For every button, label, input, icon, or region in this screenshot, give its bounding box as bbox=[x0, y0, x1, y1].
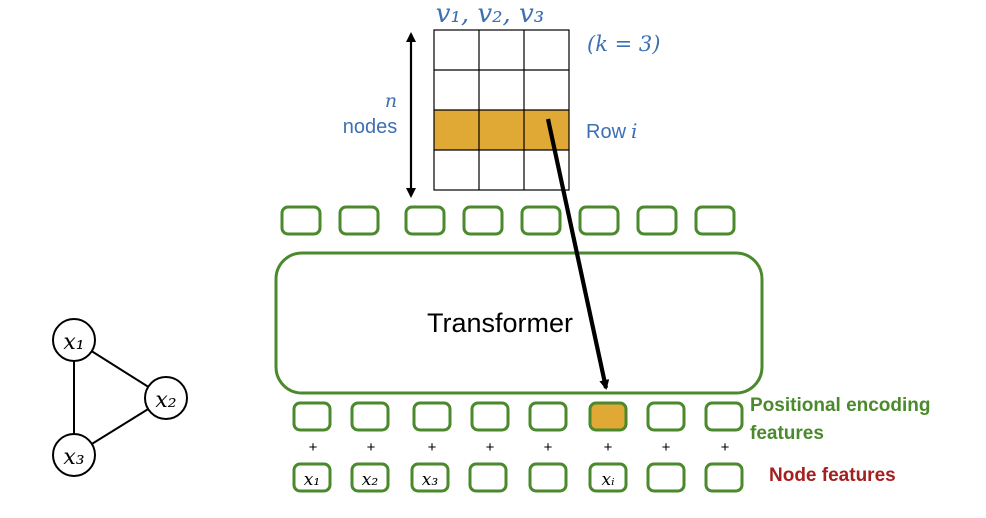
matrix-highlight-row bbox=[434, 110, 569, 150]
pe-token bbox=[470, 401, 510, 432]
plus-sign: + bbox=[428, 439, 437, 456]
plus-sign: + bbox=[309, 439, 318, 456]
node-feature-label: x₃ bbox=[422, 470, 439, 490]
plus-sign: + bbox=[544, 439, 553, 456]
input-graph: x₁ x₂ x₃ bbox=[52, 318, 188, 477]
pe-token bbox=[646, 401, 686, 432]
plus-sign: + bbox=[721, 439, 730, 456]
pe-token bbox=[350, 401, 390, 432]
row-label: Row i bbox=[586, 119, 637, 143]
pe-token bbox=[704, 401, 744, 432]
pe-token bbox=[412, 401, 452, 432]
node-feature-tokens: x₁ x₂ x₃ xᵢ bbox=[292, 462, 744, 493]
node-features-label: Node features bbox=[769, 465, 896, 486]
node-feature-token bbox=[410, 462, 450, 493]
output-token bbox=[462, 205, 504, 236]
output-token bbox=[636, 205, 678, 236]
plus-sign: + bbox=[604, 439, 613, 456]
matrix-header: v₁, v₂, v₃ bbox=[436, 0, 544, 29]
graph-node-label: x₁ bbox=[63, 330, 84, 355]
k-label: (k = 3) bbox=[587, 32, 660, 56]
n-symbol: n bbox=[385, 90, 397, 112]
graph-node bbox=[144, 376, 188, 420]
node-feature-token bbox=[292, 462, 332, 493]
positional-encoding-tokens bbox=[292, 401, 744, 432]
row-to-pe-arrow bbox=[545, 118, 610, 390]
positional-encoding-label: Positional encoding bbox=[750, 395, 931, 416]
output-token bbox=[280, 205, 322, 236]
output-token bbox=[520, 205, 562, 236]
eigenvector-matrix bbox=[433, 29, 570, 191]
plus-sign: + bbox=[486, 439, 495, 456]
node-feature-label: xᵢ bbox=[601, 470, 614, 490]
pe-token bbox=[528, 401, 568, 432]
transformer-label: Transformer bbox=[427, 308, 573, 338]
transformer-box bbox=[274, 251, 764, 395]
node-feature-token bbox=[350, 462, 390, 493]
node-feature-label: x₁ bbox=[304, 470, 320, 490]
node-feature-label: x₂ bbox=[362, 470, 379, 490]
plus-sign: + bbox=[662, 439, 671, 456]
node-feature-token bbox=[646, 462, 686, 493]
graph-node-label: x₃ bbox=[63, 445, 84, 470]
node-feature-token bbox=[704, 462, 744, 493]
output-token bbox=[338, 205, 380, 236]
node-feature-token bbox=[468, 462, 508, 493]
output-token bbox=[578, 205, 620, 236]
graph-node bbox=[52, 433, 96, 477]
pe-token bbox=[292, 401, 332, 432]
transformer-output-tokens bbox=[280, 205, 736, 236]
pe-token-highlighted bbox=[588, 401, 628, 432]
nodes-label: nodes bbox=[343, 116, 398, 138]
positional-encoding-label-line2: features bbox=[750, 423, 824, 444]
output-token bbox=[694, 205, 736, 236]
node-feature-token bbox=[588, 462, 628, 493]
node-feature-token bbox=[528, 462, 568, 493]
graph-node bbox=[52, 318, 96, 362]
graph-node-label: x₂ bbox=[155, 388, 176, 413]
plus-signs: + + + + + + + + bbox=[309, 439, 730, 456]
plus-sign: + bbox=[367, 439, 376, 456]
output-token bbox=[404, 205, 446, 236]
